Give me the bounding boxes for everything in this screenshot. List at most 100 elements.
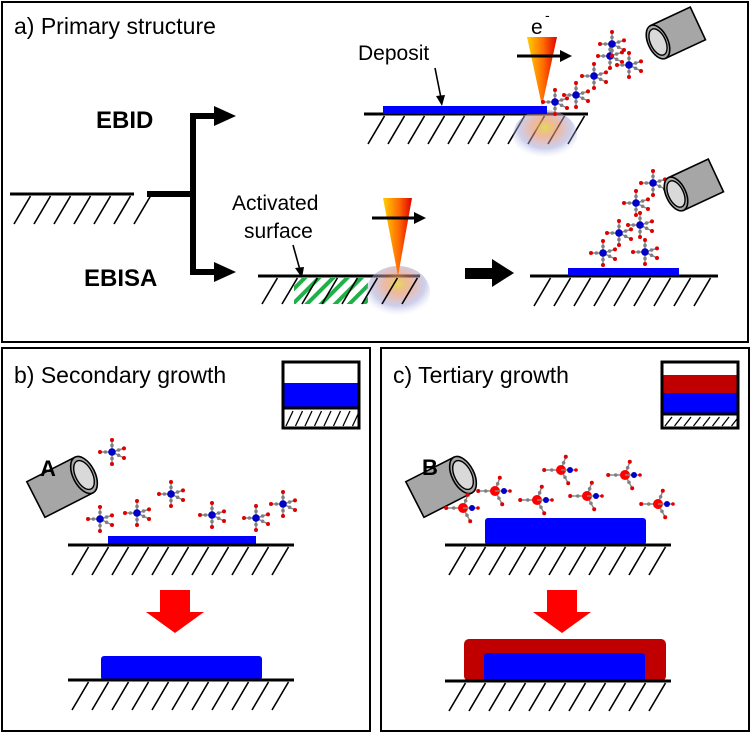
oxygen-atom <box>627 75 631 79</box>
oxygen-atom <box>110 438 114 442</box>
oxygen-atom <box>627 51 631 55</box>
legend-hatch <box>702 416 711 427</box>
carbon-atom <box>601 54 606 58</box>
oxygen-atom <box>604 70 608 75</box>
carbon-atom <box>537 490 542 495</box>
hatch-stroke <box>301 277 319 305</box>
carbon-atom <box>575 494 580 498</box>
hatch-stroke <box>211 681 230 711</box>
oxygen-atom <box>444 506 449 510</box>
metal-atom <box>133 509 141 517</box>
carbon-atom <box>141 514 146 519</box>
carbon-atom <box>651 187 655 192</box>
activated-surface-label-2: surface <box>244 220 313 243</box>
oxygen-atom <box>622 38 626 43</box>
oxygen-atom <box>592 507 597 512</box>
carbon-atom <box>623 234 628 239</box>
oxygen-atom <box>646 207 650 211</box>
oxygen-atom <box>606 473 611 477</box>
oxygen-atom <box>266 512 270 517</box>
ebid-molecule-chain <box>541 30 643 116</box>
hatch-stroke <box>508 546 527 576</box>
oxygen-atom <box>605 231 609 235</box>
oxygen-atom <box>497 475 502 480</box>
oxygen-atom <box>566 481 571 486</box>
oxygen-atom <box>574 105 578 109</box>
metal-atom <box>636 221 644 229</box>
carbon-atom <box>465 513 469 518</box>
oxygen-atom <box>553 88 557 92</box>
carbon-atom <box>104 515 109 519</box>
oxygen-atom <box>643 262 647 266</box>
ebid-scan-arrow <box>517 50 572 62</box>
carbon-atom <box>598 77 603 82</box>
carbon-atom <box>553 106 557 111</box>
carbon-atom <box>627 201 632 205</box>
oxygen-atom <box>465 492 470 497</box>
hatch-stroke <box>673 277 692 307</box>
hatch-stroke <box>381 277 399 305</box>
carbon-atom <box>634 194 638 199</box>
oxygen-atom <box>293 508 297 512</box>
oxygen-atom <box>598 42 602 46</box>
ebid-electron-beam <box>527 37 557 106</box>
carbon-atom <box>649 253 654 258</box>
carbon-atom <box>110 443 114 448</box>
carbon-atom <box>592 67 596 72</box>
legend-hatch <box>323 410 332 427</box>
panel-c-blue-core <box>484 653 645 681</box>
oxygen-atom <box>181 498 185 502</box>
oxygen-atom <box>638 473 642 477</box>
carbon-atom <box>103 450 108 454</box>
panel-b-substrate-bottom <box>68 678 294 711</box>
hatch-stroke <box>71 546 90 576</box>
nitrogen-atom <box>469 505 475 511</box>
hatch-stroke <box>231 546 250 576</box>
ebisa-step-arrow <box>465 259 514 287</box>
oxygen-atom <box>562 93 566 97</box>
oxygen-atom <box>568 494 573 498</box>
oxygen-atom <box>86 517 90 521</box>
hatch-stroke <box>568 682 587 712</box>
carbon-atom <box>603 42 608 46</box>
hatch-stroke <box>448 546 467 576</box>
hatch-stroke <box>633 277 652 307</box>
hatch-stroke <box>588 682 607 712</box>
metal-atom <box>649 179 657 187</box>
oxygen-atom <box>651 169 655 173</box>
carbon-atom <box>610 48 614 53</box>
hatch-stroke <box>613 277 632 307</box>
oxygen-atom <box>553 112 557 116</box>
hatch-stroke <box>271 546 290 576</box>
carbon-atom <box>483 489 488 493</box>
activated-surface-label-1: Activated <box>232 192 318 215</box>
oxygen-atom <box>123 511 127 515</box>
hatch-stroke <box>628 682 647 712</box>
oxygen-atom <box>122 456 126 460</box>
hatch-stroke <box>73 195 92 225</box>
carbon-atom <box>98 523 102 528</box>
carbon-atom <box>627 480 631 485</box>
carbon-atom <box>636 250 641 254</box>
carbon-atom <box>287 505 292 510</box>
oxygen-atom <box>222 509 226 514</box>
hatch-stroke <box>628 546 647 576</box>
oxygen-atom <box>592 86 596 90</box>
carbon-atom <box>644 226 649 231</box>
carbon-atom <box>640 199 645 203</box>
legend-layer <box>662 362 738 375</box>
oxygen-atom <box>181 488 185 493</box>
metal-atom <box>615 229 623 237</box>
hatch-stroke <box>648 546 667 576</box>
panel-a-title: a) Primary structure <box>14 13 216 39</box>
oxygen-atom <box>630 486 635 491</box>
oxygen-atom <box>574 81 578 85</box>
legend-hatch <box>664 416 673 427</box>
hatch-stroke <box>588 546 607 576</box>
carbon-atom <box>614 57 619 62</box>
carbon-atom <box>614 52 619 56</box>
carbon-atom <box>585 74 590 78</box>
oxygen-atom <box>242 516 246 520</box>
oxygen-atom <box>468 519 473 524</box>
carbon-atom <box>260 514 265 518</box>
